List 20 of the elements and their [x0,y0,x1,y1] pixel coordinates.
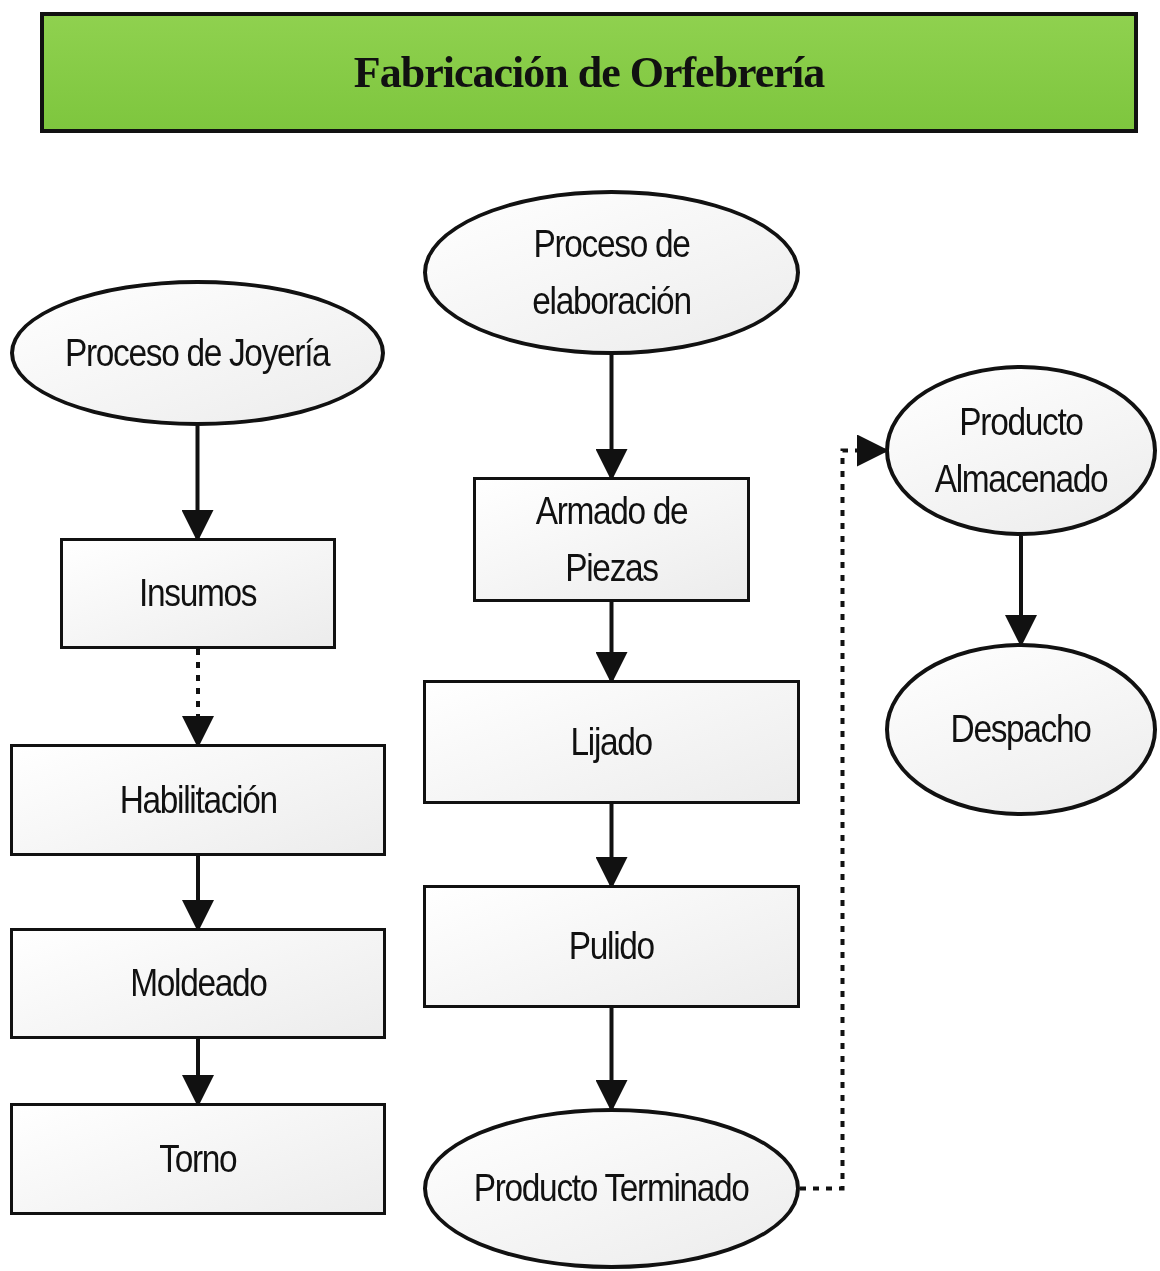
node-label: Torno [159,1136,237,1182]
title: Fabricación de Orfebrería [353,47,825,98]
node-label: Armado de Piezas [534,488,689,591]
node-label: Moldeado [129,961,267,1006]
process-box [60,538,336,649]
node-label: Proceso de elaboración [531,221,692,324]
node-label: Despacho [951,707,1091,752]
node-label: Lijado [570,719,653,765]
process-box [473,477,750,602]
process-box [423,680,800,804]
node-label: Habilitación [119,777,277,823]
node-label: Pulido [568,924,654,969]
process-box [10,1103,386,1215]
node-label: Producto Terminado [474,1166,749,1211]
node-label: Proceso de Joyería [65,330,330,376]
process-box [10,744,386,856]
node-label: Insumos [139,571,257,616]
process-box [423,885,800,1008]
process-box [10,928,386,1039]
node-label: Producto Almacenado [933,399,1109,502]
